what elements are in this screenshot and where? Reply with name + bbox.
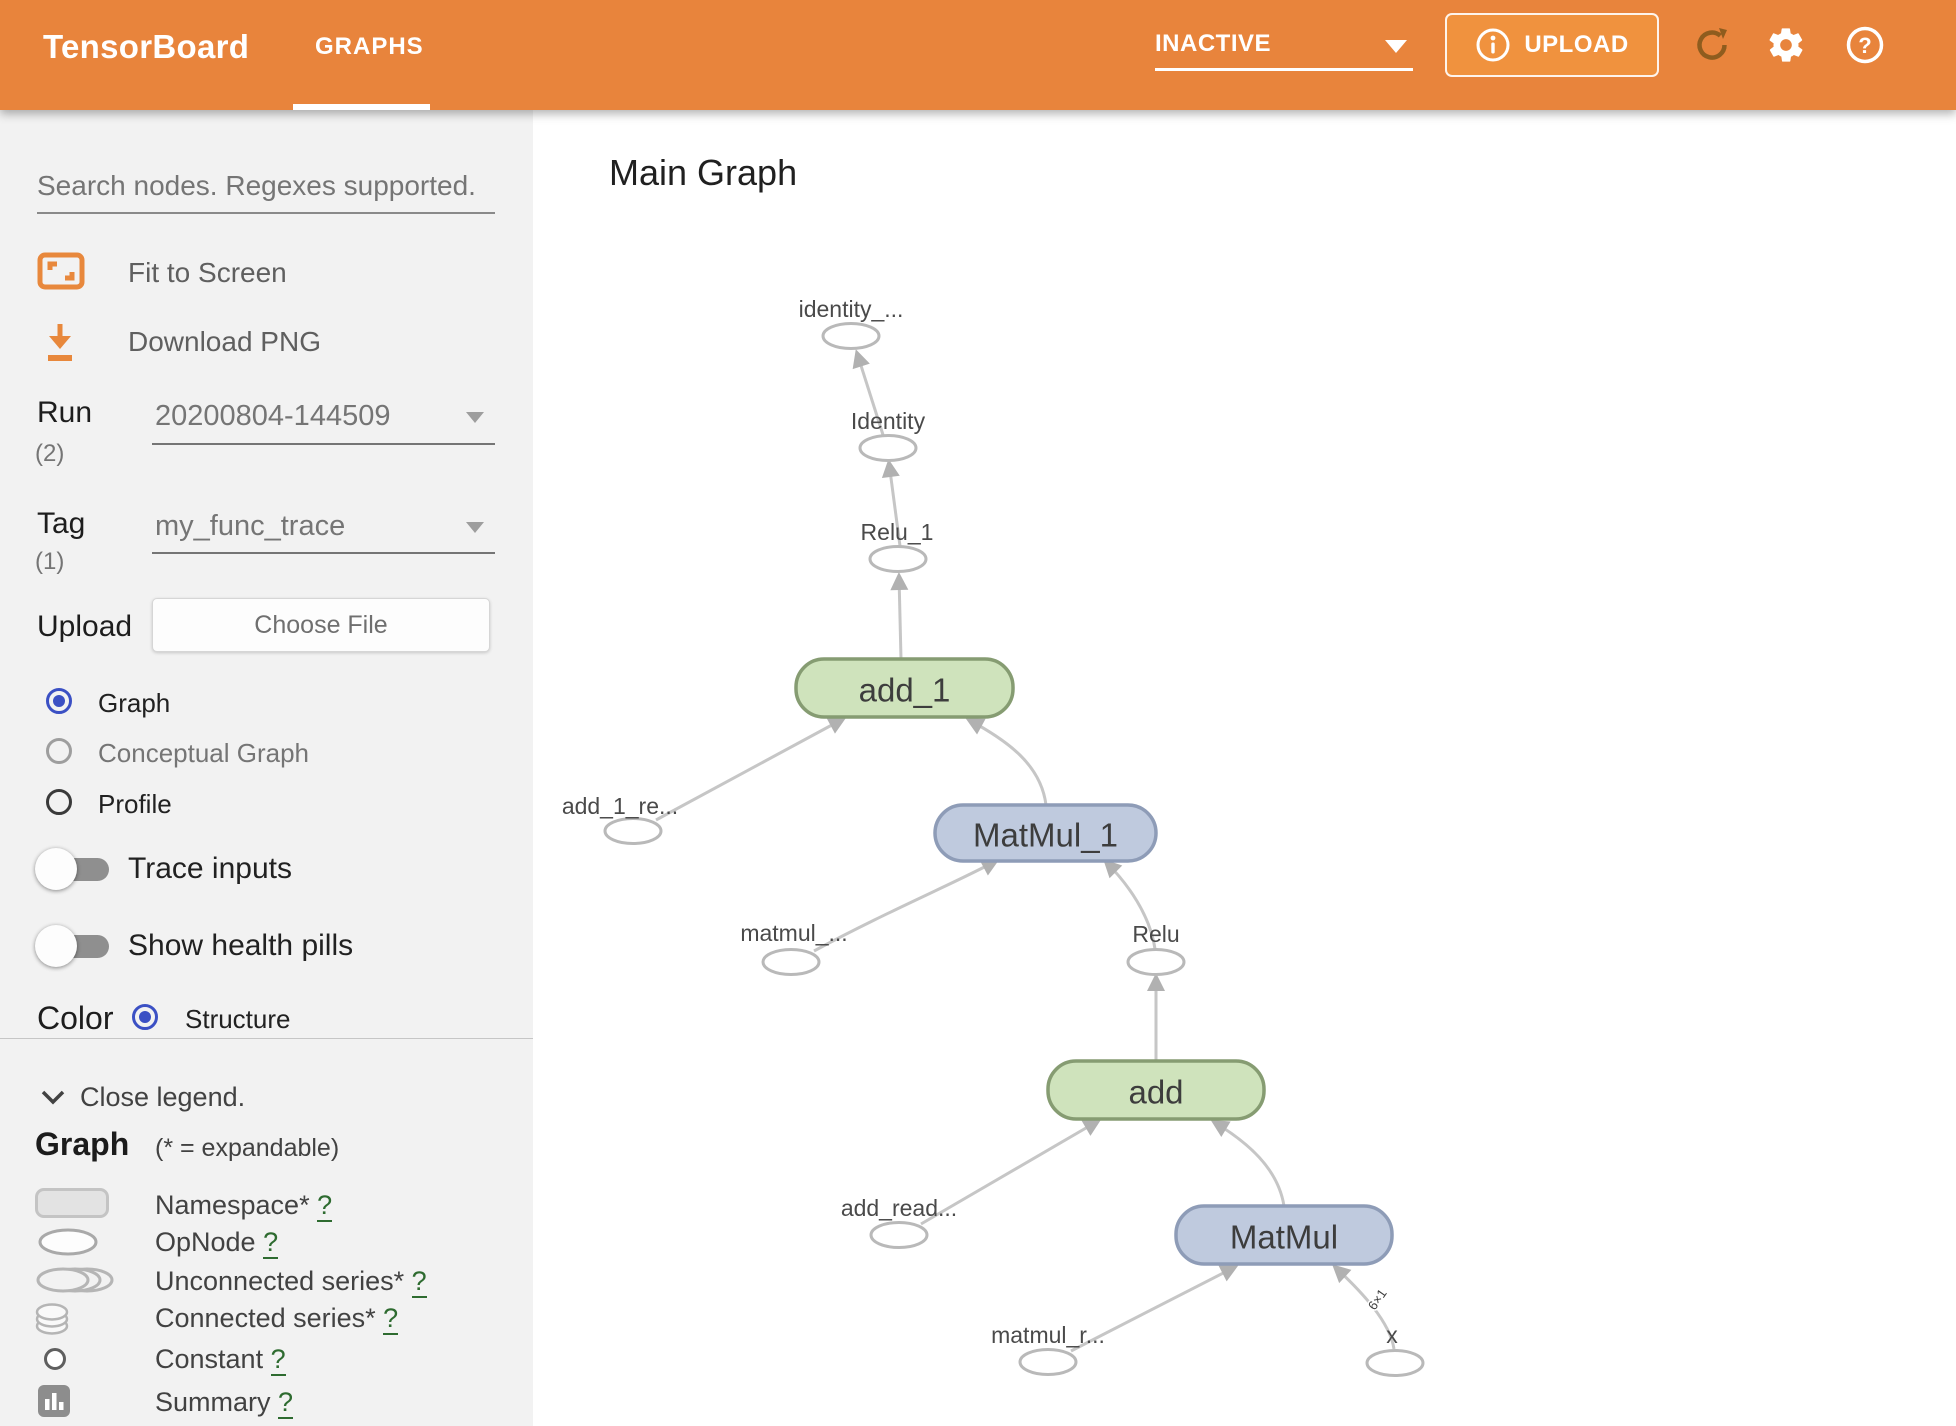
radio-profile-label[interactable]: Profile	[98, 789, 172, 819]
choose-file-button[interactable]: Choose File	[152, 598, 490, 652]
color-structure-label[interactable]: Structure	[185, 1004, 291, 1034]
show-health-pills-toggle[interactable]	[35, 925, 113, 967]
summary-icon	[38, 1385, 70, 1417]
tag-dropdown[interactable]: my_func_trace	[155, 510, 346, 542]
tag-label: Tag	[37, 507, 86, 540]
legend-item-opnode: OpNode ?	[155, 1227, 279, 1259]
main-graph-title: Main Graph	[609, 152, 798, 193]
radio-color-structure[interactable]	[132, 1004, 158, 1030]
tab-active-underline	[293, 104, 430, 110]
search-input[interactable]	[37, 170, 495, 214]
run-label: Run	[37, 396, 93, 429]
gear-icon[interactable]	[1766, 25, 1806, 65]
opnode-help-link[interactable]: ?	[263, 1227, 279, 1259]
info-icon	[1476, 28, 1510, 62]
status-dropdown-underline	[1155, 68, 1413, 71]
radio-conceptual-graph[interactable]	[46, 738, 72, 764]
run-count: (2)	[35, 440, 65, 467]
legend-divider	[0, 1038, 533, 1039]
close-legend-button[interactable]: Close legend.	[80, 1082, 246, 1112]
unconnected-series-help-link[interactable]: ?	[411, 1266, 427, 1298]
tag-dropdown-caret-icon[interactable]	[466, 522, 484, 533]
connected-series-icon	[35, 1303, 69, 1335]
namespace-help-link[interactable]: ?	[317, 1190, 333, 1222]
sidebar: Fit to Screen Download PNG Run (2) 20200…	[0, 110, 533, 1426]
legend-item-summary: Summary ?	[155, 1387, 294, 1419]
run-dropdown-caret-icon[interactable]	[466, 412, 484, 423]
tab-graphs[interactable]: GRAPHS	[315, 33, 424, 60]
svg-text:?: ?	[1858, 33, 1871, 58]
constant-help-link[interactable]: ?	[270, 1344, 286, 1376]
legend-item-constant: Constant ?	[155, 1344, 286, 1376]
legend-item-namespace: Namespace* ?	[155, 1190, 333, 1222]
radio-profile[interactable]	[46, 789, 72, 815]
download-png-button[interactable]: Download PNG	[128, 326, 321, 357]
opnode-icon	[38, 1228, 98, 1256]
run-dropdown[interactable]: 20200804-144509	[155, 400, 391, 432]
legend-heading: Graph	[35, 1126, 130, 1162]
fit-to-screen-icon[interactable]	[37, 252, 85, 290]
fit-to-screen-button[interactable]: Fit to Screen	[128, 257, 287, 288]
chevron-down-icon[interactable]	[40, 1088, 66, 1106]
graph-canvas[interactable]	[533, 110, 1956, 1426]
legend-item-unconnected-series: Unconnected series* ?	[155, 1266, 427, 1298]
legend-item-connected-series: Connected series* ?	[155, 1303, 399, 1335]
upload-label: Upload	[37, 610, 133, 643]
download-icon[interactable]	[43, 322, 77, 364]
radio-conceptual-graph-label[interactable]: Conceptual Graph	[98, 738, 310, 768]
constant-icon	[44, 1348, 66, 1370]
trace-inputs-label: Trace inputs	[128, 852, 292, 885]
tag-count: (1)	[35, 548, 65, 575]
legend-expandable-note: (* = expandable)	[155, 1134, 340, 1162]
app-title: TensorBoard	[43, 28, 250, 65]
color-label: Color	[37, 1000, 114, 1036]
chevron-down-icon[interactable]	[1385, 40, 1407, 53]
status-dropdown[interactable]: INACTIVE	[1155, 30, 1272, 57]
namespace-icon	[35, 1188, 109, 1218]
radio-graph-label[interactable]: Graph	[98, 688, 171, 718]
upload-button-label: UPLOAD	[1524, 31, 1629, 58]
help-icon[interactable]: ?	[1845, 25, 1885, 65]
radio-graph[interactable]	[46, 688, 72, 714]
upload-button[interactable]: UPLOAD	[1445, 13, 1659, 77]
show-health-pills-label: Show health pills	[128, 929, 354, 962]
connected-series-help-link[interactable]: ?	[383, 1303, 399, 1335]
refresh-icon[interactable]	[1692, 25, 1732, 65]
summary-help-link[interactable]: ?	[278, 1387, 294, 1419]
app-header: TensorBoard GRAPHS INACTIVE UPLOAD ?	[0, 0, 1956, 110]
trace-inputs-toggle[interactable]	[35, 848, 113, 890]
unconnected-series-icon	[36, 1267, 114, 1293]
